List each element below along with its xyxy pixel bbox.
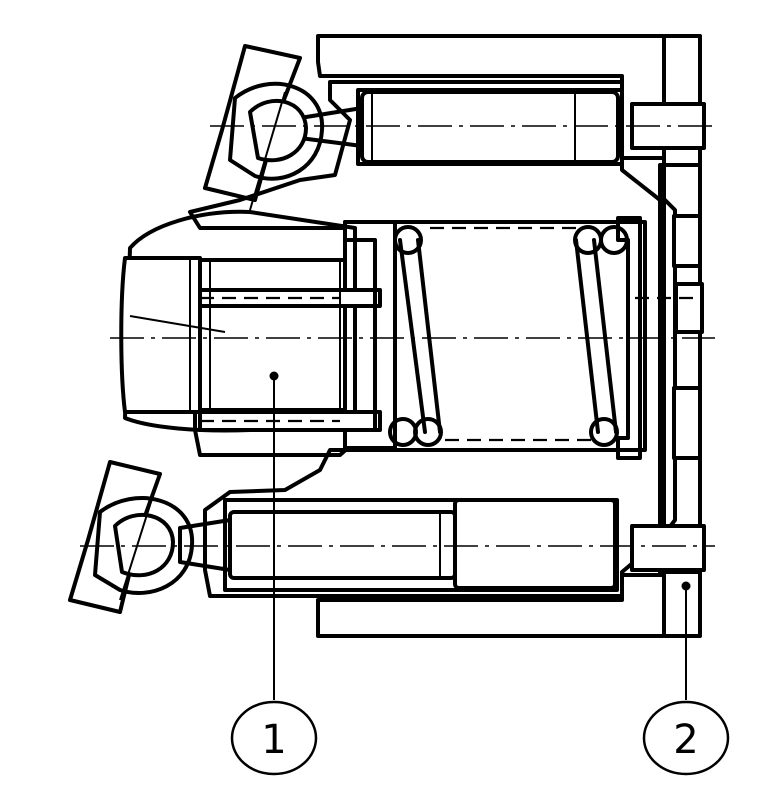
center-lines: [80, 125, 715, 547]
central-bore: [343, 220, 647, 452]
slipper-bottom-body: [93, 496, 195, 595]
spring-wire: [393, 225, 423, 255]
shaft-inner: [198, 258, 347, 412]
piston-bottom-head: [453, 498, 617, 590]
shaft-bore: [119, 256, 202, 414]
valve-slot-top: [672, 214, 702, 268]
piston-bottom-neck: [178, 518, 232, 572]
spring-wire: [589, 417, 619, 447]
callout-2: 2: [642, 581, 730, 776]
slipper-bottom: [68, 460, 195, 614]
spring-seat-left: [343, 220, 397, 450]
slipper-top-body: [228, 81, 325, 181]
retainer-bottom: [68, 460, 162, 614]
slipper-top: [203, 44, 325, 211]
ball-bottom: [113, 512, 175, 578]
piston-top-body: [360, 90, 620, 164]
coil-spring: [388, 225, 629, 447]
valve-plate: [630, 34, 706, 638]
spring-wire: [413, 417, 443, 447]
valve-port-bottom: [630, 524, 706, 572]
retainer-top: [203, 44, 302, 202]
callout-1-label: 1: [261, 717, 286, 763]
callout-2-bubble: [642, 700, 730, 776]
center-pin: [674, 282, 704, 334]
piston-bottom: [178, 498, 617, 590]
drive-shaft: [119, 209, 382, 433]
callout-1-bubble: [230, 700, 318, 776]
valve-plate-outer: [662, 34, 702, 638]
callout-2-label: 2: [673, 717, 698, 763]
valve-slot-bottom: [672, 386, 702, 460]
spring-wire: [599, 225, 629, 255]
piston-bottom-rod: [228, 510, 457, 580]
spring-assembly: [343, 216, 642, 460]
ball-top: [248, 98, 308, 163]
piston-top-neck: [298, 106, 364, 148]
callout-1: 1: [230, 371, 318, 776]
